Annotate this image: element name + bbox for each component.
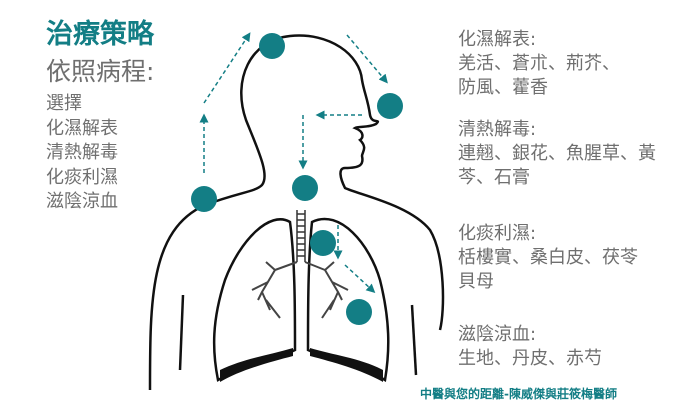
dot-head: [259, 33, 285, 59]
lungs: [212, 217, 390, 383]
page-title: 治療策略: [46, 19, 154, 50]
dot-throat: [292, 175, 318, 201]
strategy-item: 化濕解表: [46, 117, 118, 139]
strategy-item: 選擇: [46, 93, 82, 114]
stage-heading: 滋陰涼血:: [458, 324, 537, 345]
stage-block-3: 化痰利濕: 栝樓實、桑白皮、茯苓 貝母: [458, 222, 638, 294]
flow-arrows: [199, 32, 388, 294]
stage-line: 芩、石膏: [458, 167, 530, 188]
stage-heading: 化痰利濕:: [458, 223, 537, 244]
dot-shoulder: [191, 186, 217, 212]
strategy-item: 化痰利濕: [46, 166, 118, 188]
left-arm-line: [178, 294, 185, 371]
stage-line: 連翹、銀花、魚腥草、黃: [458, 143, 656, 164]
stage-line: 栝樓實、桑白皮、茯苓: [458, 247, 638, 268]
bronchi: [251, 261, 349, 319]
page-subtitle: 依照病程:: [46, 57, 155, 86]
stage-heading: 清熱解毒:: [458, 119, 537, 140]
strategy-item: 滋陰涼血: [46, 191, 118, 212]
stage-line: 防風、藿香: [458, 77, 548, 98]
dot-lung-lower: [346, 299, 372, 325]
body-outline: [148, 34, 445, 391]
strategy-list: 選擇 化濕解表 清熱解毒 化痰利濕 滋陰涼血: [46, 92, 118, 215]
stage-line: 羌活、蒼朮、荊芥、: [458, 53, 620, 74]
stage-block-1: 化濕解表: 羌活、蒼朮、荊芥、 防風、藿香: [458, 28, 620, 100]
stage-heading: 化濕解表:: [458, 29, 537, 50]
footer-credit: 中醫與您的距離-陳威傑與莊筱梅醫師: [420, 387, 617, 401]
stage-dots: [191, 33, 403, 325]
right-arm-line: [410, 304, 418, 376]
stage-block-4: 滋陰涼血: 生地、丹皮、赤芍: [458, 323, 602, 371]
stage-block-2: 清熱解毒: 連翹、銀花、魚腥草、黃 芩、石膏: [458, 118, 656, 190]
dot-nose: [377, 93, 403, 119]
strategy-item: 清熱解毒: [46, 142, 118, 163]
stage-line: 生地、丹皮、赤芍: [458, 348, 602, 369]
dot-lung-upper: [310, 230, 336, 256]
stage-line: 貝母: [458, 271, 494, 292]
trachea: [296, 210, 306, 262]
